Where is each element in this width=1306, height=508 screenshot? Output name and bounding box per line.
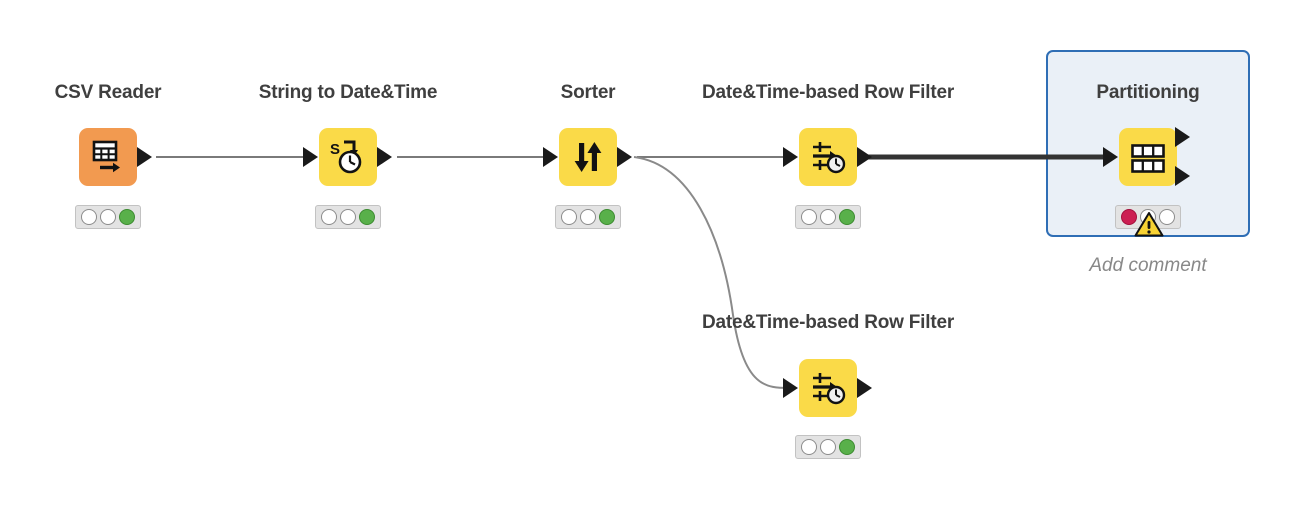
status-light-3 — [839, 439, 855, 455]
node-status-sorter — [555, 205, 621, 229]
node-body-partitioning[interactable] — [1103, 127, 1190, 186]
node-status-row-filter-top — [795, 205, 861, 229]
table-with-arrow-icon — [89, 138, 127, 176]
status-light-1 — [561, 209, 577, 225]
status-light-1 — [81, 209, 97, 225]
status-light-1 — [801, 209, 817, 225]
status-light-2 — [100, 209, 116, 225]
node-body-row-filter-bottom[interactable] — [783, 359, 872, 417]
status-light-2 — [580, 209, 596, 225]
status-light-1 — [1121, 209, 1137, 225]
node-output-port-string-to-datetime[interactable] — [377, 147, 392, 167]
node-body-csv-reader[interactable] — [79, 128, 152, 186]
node-body-sorter[interactable] — [543, 128, 632, 186]
node-title-row-filter-top: Date&Time-based Row Filter — [701, 82, 955, 103]
status-light-1 — [321, 209, 337, 225]
status-light-2 — [820, 439, 836, 455]
status-light-2 — [340, 209, 356, 225]
node-status-row-filter-bottom — [795, 435, 861, 459]
filter-clock-icon — [809, 369, 847, 407]
status-light-2 — [820, 209, 836, 225]
node-output-port-csv-reader[interactable] — [137, 147, 152, 167]
status-light-3 — [1159, 209, 1175, 225]
node-output-port-row-filter-top[interactable] — [857, 147, 872, 167]
status-light-3 — [359, 209, 375, 225]
node-input-port-row-filter-bottom[interactable] — [783, 378, 798, 398]
node-input-port-sorter[interactable] — [543, 147, 558, 167]
node-comment-partitioning[interactable]: Add comment — [1089, 255, 1207, 276]
status-light-3 — [119, 209, 135, 225]
node-input-port-row-filter-top[interactable] — [783, 147, 798, 167]
svg-text:S: S — [330, 141, 340, 158]
node-output-port-sorter[interactable] — [617, 147, 632, 167]
filter-clock-icon — [809, 138, 847, 176]
node-output-port-row-filter-bottom[interactable] — [857, 378, 872, 398]
node-body-row-filter-top[interactable] — [783, 128, 872, 186]
node-title-csv-reader: CSV Reader — [54, 82, 162, 103]
node-output-port-partitioning-2[interactable] — [1175, 166, 1190, 186]
connection-sorter-to-filter-bottom — [633, 156, 793, 390]
node-status-csv-reader — [75, 205, 141, 229]
node-input-port-partitioning[interactable] — [1103, 147, 1118, 167]
node-title-string-to-datetime: String to Date&Time — [258, 82, 438, 103]
warning-triangle-icon[interactable] — [1134, 211, 1164, 237]
node-title-sorter: Sorter — [560, 82, 616, 103]
partition-rows-icon — [1128, 138, 1168, 176]
status-light-1 — [801, 439, 817, 455]
string-to-clock-icon: S — [329, 138, 367, 176]
node-input-port-string-to-datetime[interactable] — [303, 147, 318, 167]
node-output-port-partitioning-1[interactable] — [1175, 127, 1190, 147]
status-light-3 — [599, 209, 615, 225]
node-status-string-to-datetime — [315, 205, 381, 229]
node-title-row-filter-bottom: Date&Time-based Row Filter — [701, 312, 955, 333]
status-light-3 — [839, 209, 855, 225]
node-body-string-to-datetime[interactable]: S — [303, 128, 392, 186]
up-down-arrows-icon — [569, 138, 607, 176]
node-title-partitioning: Partitioning — [1096, 82, 1200, 103]
